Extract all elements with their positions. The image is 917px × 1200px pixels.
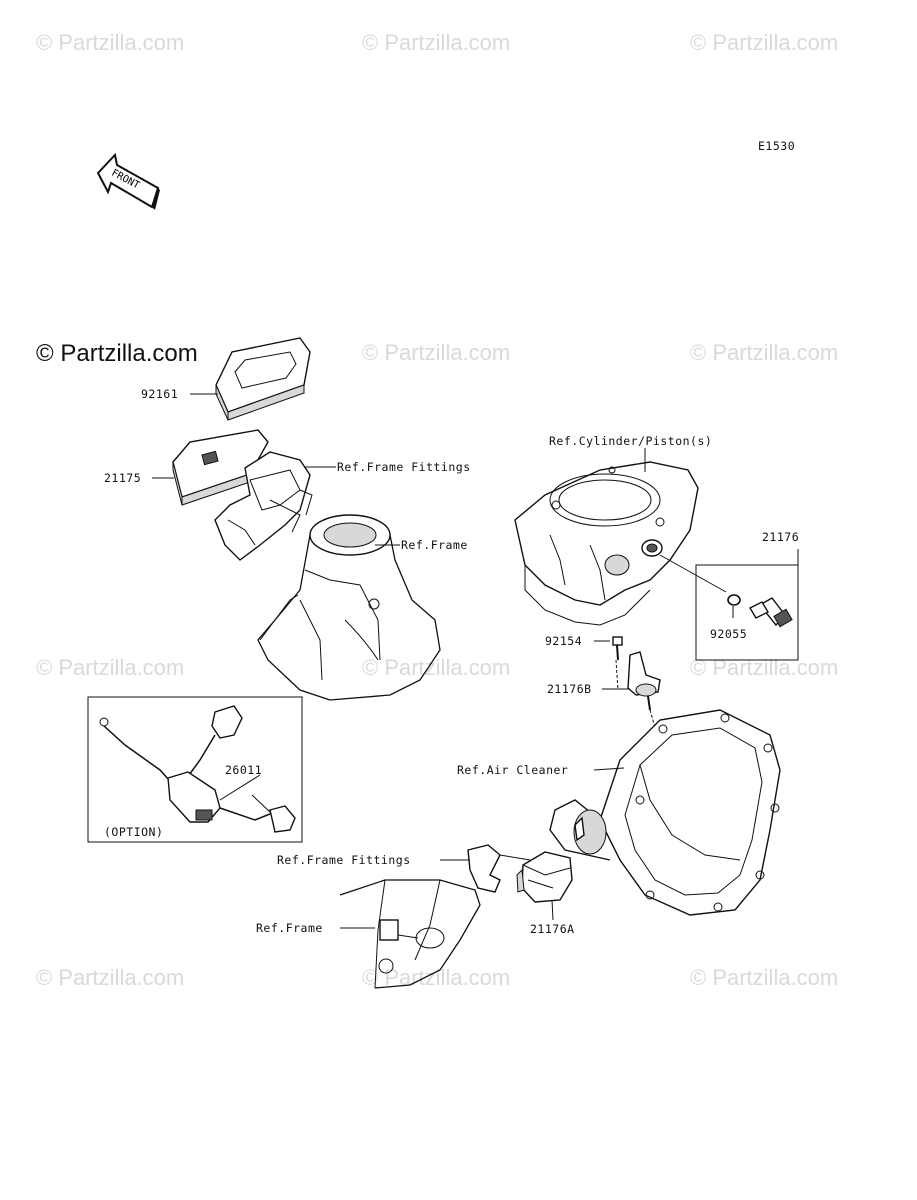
watermark: © Partzilla.com bbox=[36, 655, 185, 680]
sensor-21176b-part bbox=[594, 636, 661, 746]
air-cleaner-part bbox=[549, 709, 781, 916]
label-21176b: 21176B bbox=[547, 682, 592, 696]
watermark: © Partzilla.com bbox=[362, 30, 511, 55]
watermark: © Partzilla.com bbox=[690, 340, 839, 365]
label-26011: 26011 bbox=[225, 763, 263, 777]
watermark: © Partzilla.com bbox=[690, 965, 839, 990]
front-arrow-icon: FRONT bbox=[96, 152, 160, 210]
sensor-21176a-part bbox=[516, 851, 573, 921]
frame-top-part bbox=[257, 514, 441, 701]
ecu-part bbox=[172, 429, 269, 506]
label-option: (OPTION) bbox=[104, 825, 164, 839]
diagram-code: E1530 bbox=[758, 139, 796, 153]
label-ref-frame-top: Ref.Frame bbox=[401, 538, 468, 552]
label-92055: 92055 bbox=[710, 627, 748, 641]
watermark: © Partzilla.com bbox=[362, 965, 511, 990]
label-ref-frame-fittings-top: Ref.Frame Fittings bbox=[337, 460, 471, 474]
label-92161: 92161 bbox=[141, 387, 179, 401]
watermark: © Partzilla.com bbox=[362, 655, 511, 680]
cylinder-part bbox=[514, 461, 699, 626]
label-ref-air-cleaner: Ref.Air Cleaner bbox=[457, 763, 569, 777]
watermark: © Partzilla.com bbox=[36, 965, 185, 990]
watermark: © Partzilla.com bbox=[362, 340, 511, 365]
label-92154: 92154 bbox=[545, 634, 583, 648]
ecu-bracket-part bbox=[214, 451, 313, 561]
bottom-bracket-part bbox=[467, 844, 531, 893]
watermark: © Partzilla.com bbox=[690, 30, 839, 55]
label-21176a: 21176A bbox=[530, 922, 575, 936]
label-ref-frame-fittings-bottom: Ref.Frame Fittings bbox=[277, 853, 411, 867]
watermark-main: © Partzilla.com bbox=[36, 340, 198, 367]
watermark: © Partzilla.com bbox=[690, 655, 839, 680]
label-ref-cylinder: Ref.Cylinder/Piston(s) bbox=[549, 434, 713, 448]
frame-bottom-part bbox=[339, 879, 481, 989]
group-bracket-21176 bbox=[659, 549, 799, 661]
label-21175: 21175 bbox=[104, 471, 142, 485]
watermark: © Partzilla.com bbox=[36, 30, 185, 55]
label-ref-frame-bottom: Ref.Frame bbox=[256, 921, 323, 935]
label-21176: 21176 bbox=[762, 530, 800, 544]
ecu-cover-part bbox=[215, 337, 311, 421]
option-harness-group bbox=[87, 696, 303, 843]
leader-lines bbox=[152, 393, 646, 929]
